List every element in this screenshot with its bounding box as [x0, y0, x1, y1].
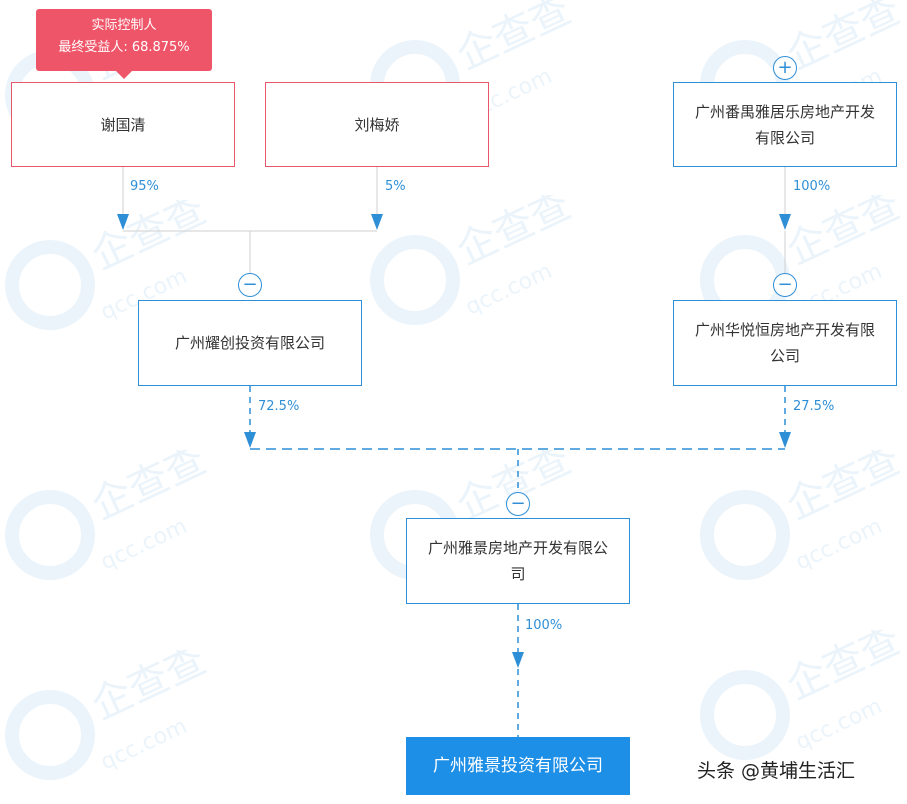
share-panyu: 100%	[793, 179, 831, 194]
share-yajing-re: 100%	[525, 618, 563, 633]
node-label: 刘梅娇	[354, 115, 400, 134]
arrow-head	[244, 432, 256, 448]
arrow-head	[779, 214, 791, 230]
share-yaochuang: 72.5%	[258, 399, 300, 414]
node-panyu-yajule[interactable]: 广州番禺雅居乐房地产开发有限公司	[673, 82, 897, 167]
node-yajing-investment[interactable]: 广州雅景投资有限公司	[406, 737, 630, 795]
node-label: 广州耀创投资有限公司	[174, 334, 325, 352]
node-label: 广州雅景房地产开发有限公司	[427, 539, 608, 583]
collapse-toggle[interactable]: −	[773, 273, 797, 297]
source-credit: 头条 @黄埔生活汇	[697, 760, 856, 782]
actual-controller-tag: 实际控制人 最终受益人: 68.875%	[36, 9, 212, 79]
share-huayue: 27.5%	[793, 399, 835, 414]
node-huayue[interactable]: 广州华悦恒房地产开发有限公司	[673, 300, 897, 386]
node-label: 广州番禺雅居乐房地产开发有限公司	[694, 102, 875, 147]
tag-pointer	[116, 71, 132, 79]
controller-title: 实际控制人	[91, 18, 157, 33]
node-yaochuang[interactable]: 广州耀创投资有限公司	[138, 300, 362, 386]
arrow-head	[779, 432, 791, 448]
node-label: 谢国清	[100, 115, 146, 134]
node-label: 广州华悦恒房地产开发有限公司	[694, 321, 875, 365]
expand-toggle[interactable]: +	[773, 56, 797, 80]
arrow-head	[371, 214, 383, 230]
arrow-head	[117, 214, 129, 230]
arrow-head	[512, 652, 524, 668]
collapse-toggle[interactable]: −	[506, 492, 530, 516]
node-liu-meijiao[interactable]: 刘梅娇	[265, 82, 489, 167]
beneficiary-ratio: 最终受益人: 68.875%	[58, 40, 190, 55]
node-xie-guoqing[interactable]: 谢国清	[11, 82, 235, 167]
share-liu: 5%	[385, 179, 406, 194]
node-yajing-realestate[interactable]: 广州雅景房地产开发有限公司	[406, 518, 630, 604]
share-xie: 95%	[130, 179, 159, 194]
node-label: 广州雅景投资有限公司	[433, 756, 603, 776]
collapse-toggle[interactable]: −	[238, 273, 262, 297]
